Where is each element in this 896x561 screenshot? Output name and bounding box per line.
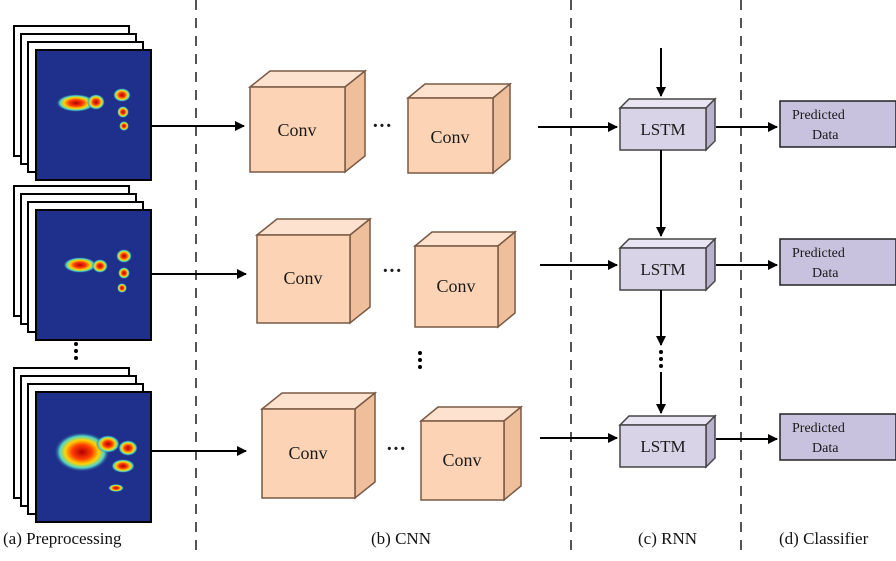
data-label: Data: [812, 441, 839, 456]
data-label: Data: [812, 128, 839, 143]
lstm-label: LSTM: [640, 120, 685, 139]
predicted-label: Predicted: [792, 108, 845, 123]
conv-label: Conv: [288, 443, 327, 463]
predicted-data-1: Predicted Data: [779, 100, 896, 148]
predicted-label: Predicted: [792, 421, 845, 436]
lstm-to-output-arrows: [716, 122, 778, 444]
conv-label: Conv: [430, 127, 469, 147]
cnn-row-ellipsis: [418, 351, 422, 369]
conv-cube-3b: Conv: [418, 405, 524, 502]
lstm-label: LSTM: [640, 437, 685, 456]
section-label-classifier: (d) Classifier: [779, 529, 869, 548]
lstm-unit-1: LSTM: [618, 97, 717, 152]
section-label-rnn: (c) RNN: [638, 529, 698, 548]
section-label-preprocessing: (a) Preprocessing: [3, 529, 122, 548]
lstm-ellipsis: [659, 350, 663, 368]
conv-ellipsis: ···: [382, 260, 402, 282]
heatmap-frame: [35, 209, 152, 341]
conv-ellipsis: ···: [386, 438, 406, 460]
conv-cube-2b: Conv: [412, 230, 518, 329]
conv-label: Conv: [442, 450, 481, 470]
image-stack-2: [13, 185, 152, 341]
conv-cube-1a: Conv: [247, 69, 368, 174]
lstm-label: LSTM: [640, 260, 685, 279]
conv-label: Conv: [436, 276, 475, 296]
conv-cube-3a: Conv: [259, 391, 378, 500]
stack-ellipsis: [74, 342, 78, 360]
conv-ellipsis: ···: [372, 115, 392, 137]
data-label: Data: [812, 266, 839, 281]
section-label-cnn: (b) CNN: [371, 529, 431, 548]
image-stack-3: [13, 367, 152, 523]
section-dividers: [195, 0, 742, 556]
predicted-data-3: Predicted Data: [779, 413, 896, 461]
conv-label: Conv: [277, 120, 316, 140]
image-stack-1: [13, 25, 152, 181]
lstm-unit-3: LSTM: [618, 414, 717, 469]
cnn-to-lstm-arrows: [538, 122, 618, 443]
conv-cube-2a: Conv: [254, 217, 373, 325]
predicted-data-2: Predicted Data: [779, 238, 896, 286]
predicted-label: Predicted: [792, 246, 845, 261]
conv-cube-1b: Conv: [405, 82, 513, 175]
conv-label: Conv: [283, 268, 322, 288]
heatmap-frame: [35, 49, 152, 181]
lstm-unit-2: LSTM: [618, 237, 717, 292]
input-arrows: [152, 121, 247, 456]
